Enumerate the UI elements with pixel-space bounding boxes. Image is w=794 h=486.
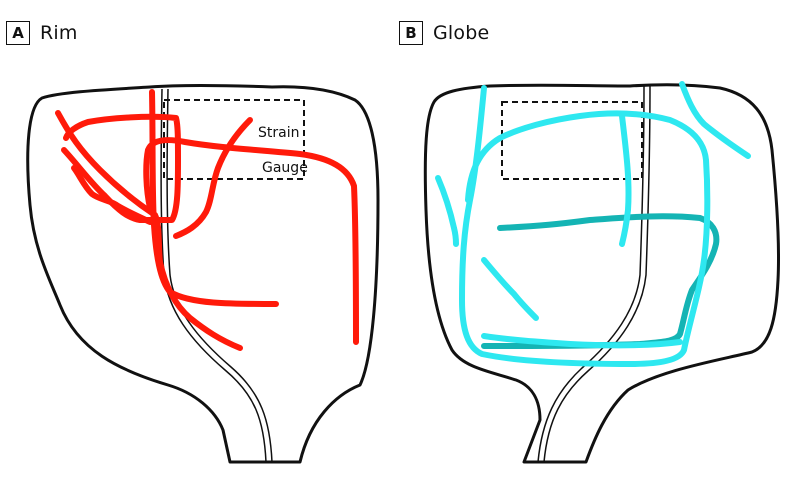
panel-a-letter: A [6,21,30,45]
globe-trace-1 [459,85,711,367]
rim-trace-3 [61,113,181,223]
strain-gauge-label-line1: Strain [258,125,299,141]
globe-trace-3 [679,81,751,159]
rim-trace-2 [55,110,243,351]
panel-b-channel-right [543,85,651,463]
globe-trace-2 [619,113,632,247]
rim-trace-5 [173,117,253,239]
panel-b-outline [423,83,781,464]
globe-trace-4 [435,175,459,247]
panel-a-header: A Rim [6,21,78,45]
globe-trace-dark [481,213,720,349]
panel-b-traces [435,81,751,367]
panel-b-channel-left [537,85,645,463]
panel-a-traces [55,89,359,351]
panel-a-strain-gauge-box [163,99,305,180]
panel-a-outline [26,83,380,464]
strain-gauge-label-line2: Gauge [262,160,308,176]
panel-b-strain-gauge-box [501,101,643,180]
panel-b-diagram [423,81,781,464]
rim-trace-6 [71,165,153,225]
rim-trace-4 [143,137,359,345]
panel-a-title: Rim [40,22,78,44]
panel-b-letter: B [399,21,423,45]
panel-a-diagram: Strain Gauge [26,83,380,464]
globe-trace-6 [481,333,683,349]
panel-b-header: B Globe [399,21,489,45]
panel-a-channel-left [160,88,267,463]
globe-trace-5 [481,257,539,321]
panel-b-title: Globe [433,22,490,44]
rim-trace-1 [149,89,279,307]
